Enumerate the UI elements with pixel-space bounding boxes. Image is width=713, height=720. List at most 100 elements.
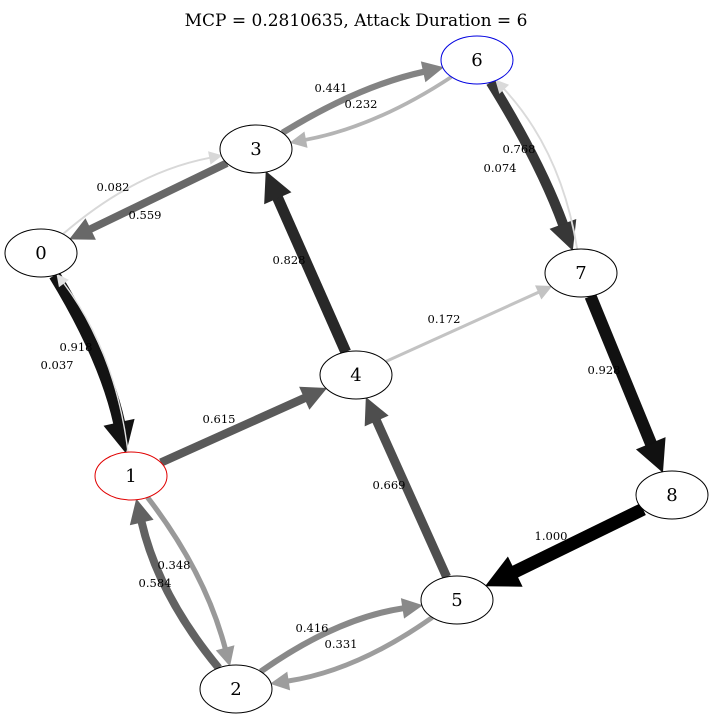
edge-line — [486, 79, 568, 227]
edge-line — [145, 495, 228, 649]
arrow-head-icon — [635, 437, 666, 473]
edge-line — [62, 156, 210, 235]
edge-8-to-5 — [484, 503, 646, 587]
arrow-head-icon — [215, 645, 235, 667]
edge-weight-label: 1.000 — [535, 529, 568, 543]
edge-5-to-4 — [364, 396, 451, 579]
edge-line — [280, 68, 425, 136]
edge-weight-label: 0.074 — [484, 161, 517, 175]
arrow-head-icon — [289, 131, 308, 148]
nodes-layer: 0 1 2 3 4 5 6 7 8 — [4, 35, 709, 714]
edge-weight-label: 0.669 — [373, 478, 406, 492]
edge-0-to-3 — [62, 151, 223, 235]
node-ellipse — [4, 228, 78, 278]
node-label: 3 — [250, 139, 261, 160]
edge-weight-label: 0.416 — [296, 621, 329, 635]
edge-weight-label: 0.928 — [588, 363, 621, 377]
edge-weight-label: 0.037 — [41, 358, 74, 372]
edges-layer — [49, 61, 666, 691]
edge-line — [305, 75, 453, 142]
node-ellipse — [219, 124, 293, 174]
node-label: 6 — [471, 50, 482, 71]
edge-weight-label: 0.172 — [428, 312, 461, 326]
edge-line — [63, 282, 129, 453]
edge-weight-label: 0.559 — [129, 208, 162, 222]
arrow-head-icon — [364, 396, 389, 427]
arrow-head-icon — [103, 418, 135, 454]
edge-weight-label: 0.918 — [60, 340, 93, 354]
node-8[interactable]: 8 — [635, 470, 709, 520]
arrow-head-icon — [484, 556, 523, 587]
node-label: 7 — [575, 263, 586, 284]
arrow-head-icon — [129, 498, 154, 526]
edge-weight-label: 0.615 — [203, 412, 236, 426]
arrow-head-icon — [69, 218, 96, 240]
arrow-head-icon — [400, 598, 424, 619]
node-label: 0 — [35, 243, 46, 264]
arrow-head-icon — [208, 151, 223, 165]
node-1[interactable]: 1 — [94, 451, 168, 501]
edge-weight-label: 0.348 — [158, 558, 191, 572]
edge-line — [159, 394, 307, 467]
edge-4-to-7 — [385, 285, 553, 363]
edge-labels-layer: 0.082 0.559 0.441 0.232 0.768 0.074 0.918 0.037… — [41, 81, 621, 651]
node-ellipse — [319, 350, 393, 400]
edge-1-to-2 — [145, 495, 235, 667]
edge-weight-label: 0.584 — [139, 576, 172, 590]
node-ellipse — [635, 470, 709, 520]
node-ellipse — [544, 248, 618, 298]
arrow-head-icon — [56, 273, 69, 288]
node-label: 2 — [230, 679, 241, 700]
node-4[interactable]: 4 — [319, 350, 393, 400]
node-label: 4 — [350, 365, 361, 386]
edge-line — [287, 615, 434, 684]
edge-line — [258, 605, 404, 675]
edge-line — [137, 521, 222, 671]
arrow-head-icon — [495, 79, 510, 94]
node-label: 8 — [666, 485, 677, 506]
edge-line — [385, 290, 540, 363]
arrow-head-icon — [299, 386, 328, 410]
arrow-head-icon — [420, 61, 444, 83]
node-ellipse — [440, 35, 514, 85]
edge-weight-label: 0.441 — [315, 81, 348, 95]
edge-3-to-6 — [280, 61, 444, 136]
node-3[interactable]: 3 — [219, 124, 293, 174]
edge-weight-label: 0.232 — [345, 97, 378, 111]
node-label: 5 — [451, 590, 462, 611]
edge-weight-label: 0.082 — [97, 180, 130, 194]
edge-line — [511, 503, 646, 578]
node-7[interactable]: 7 — [544, 248, 618, 298]
edge-7-to-6 — [495, 79, 579, 250]
edge-weight-label: 0.828 — [273, 253, 306, 267]
edge-line — [272, 195, 351, 355]
arrow-head-icon — [269, 671, 291, 691]
edge-2-to-5 — [258, 598, 424, 675]
edge-line — [584, 293, 657, 447]
edge-3-to-0 — [69, 159, 229, 240]
edge-1-to-0 — [56, 273, 129, 453]
edge-line — [88, 159, 229, 233]
edge-1-to-4 — [159, 386, 328, 467]
node-6[interactable]: 6 — [440, 35, 514, 85]
node-ellipse — [94, 451, 168, 501]
node-ellipse — [199, 664, 273, 714]
node-ellipse — [420, 575, 494, 625]
edge-line — [49, 272, 126, 425]
edge-5-to-2 — [269, 615, 434, 691]
node-2[interactable]: 2 — [199, 664, 273, 714]
edge-line — [503, 88, 579, 250]
node-5[interactable]: 5 — [420, 575, 494, 625]
edge-weight-label: 0.331 — [325, 637, 358, 651]
arrow-head-icon — [264, 170, 292, 205]
edge-7-to-8 — [584, 293, 666, 473]
edge-weight-label: 0.768 — [503, 142, 536, 156]
arrow-head-icon — [535, 285, 553, 300]
node-0[interactable]: 0 — [4, 228, 78, 278]
edge-2-to-1 — [129, 498, 222, 671]
graph-title: MCP = 0.2810635, Attack Duration = 6 — [185, 11, 528, 31]
node-label: 1 — [125, 466, 136, 487]
edge-line — [372, 418, 451, 579]
edge-4-to-3 — [264, 170, 351, 355]
